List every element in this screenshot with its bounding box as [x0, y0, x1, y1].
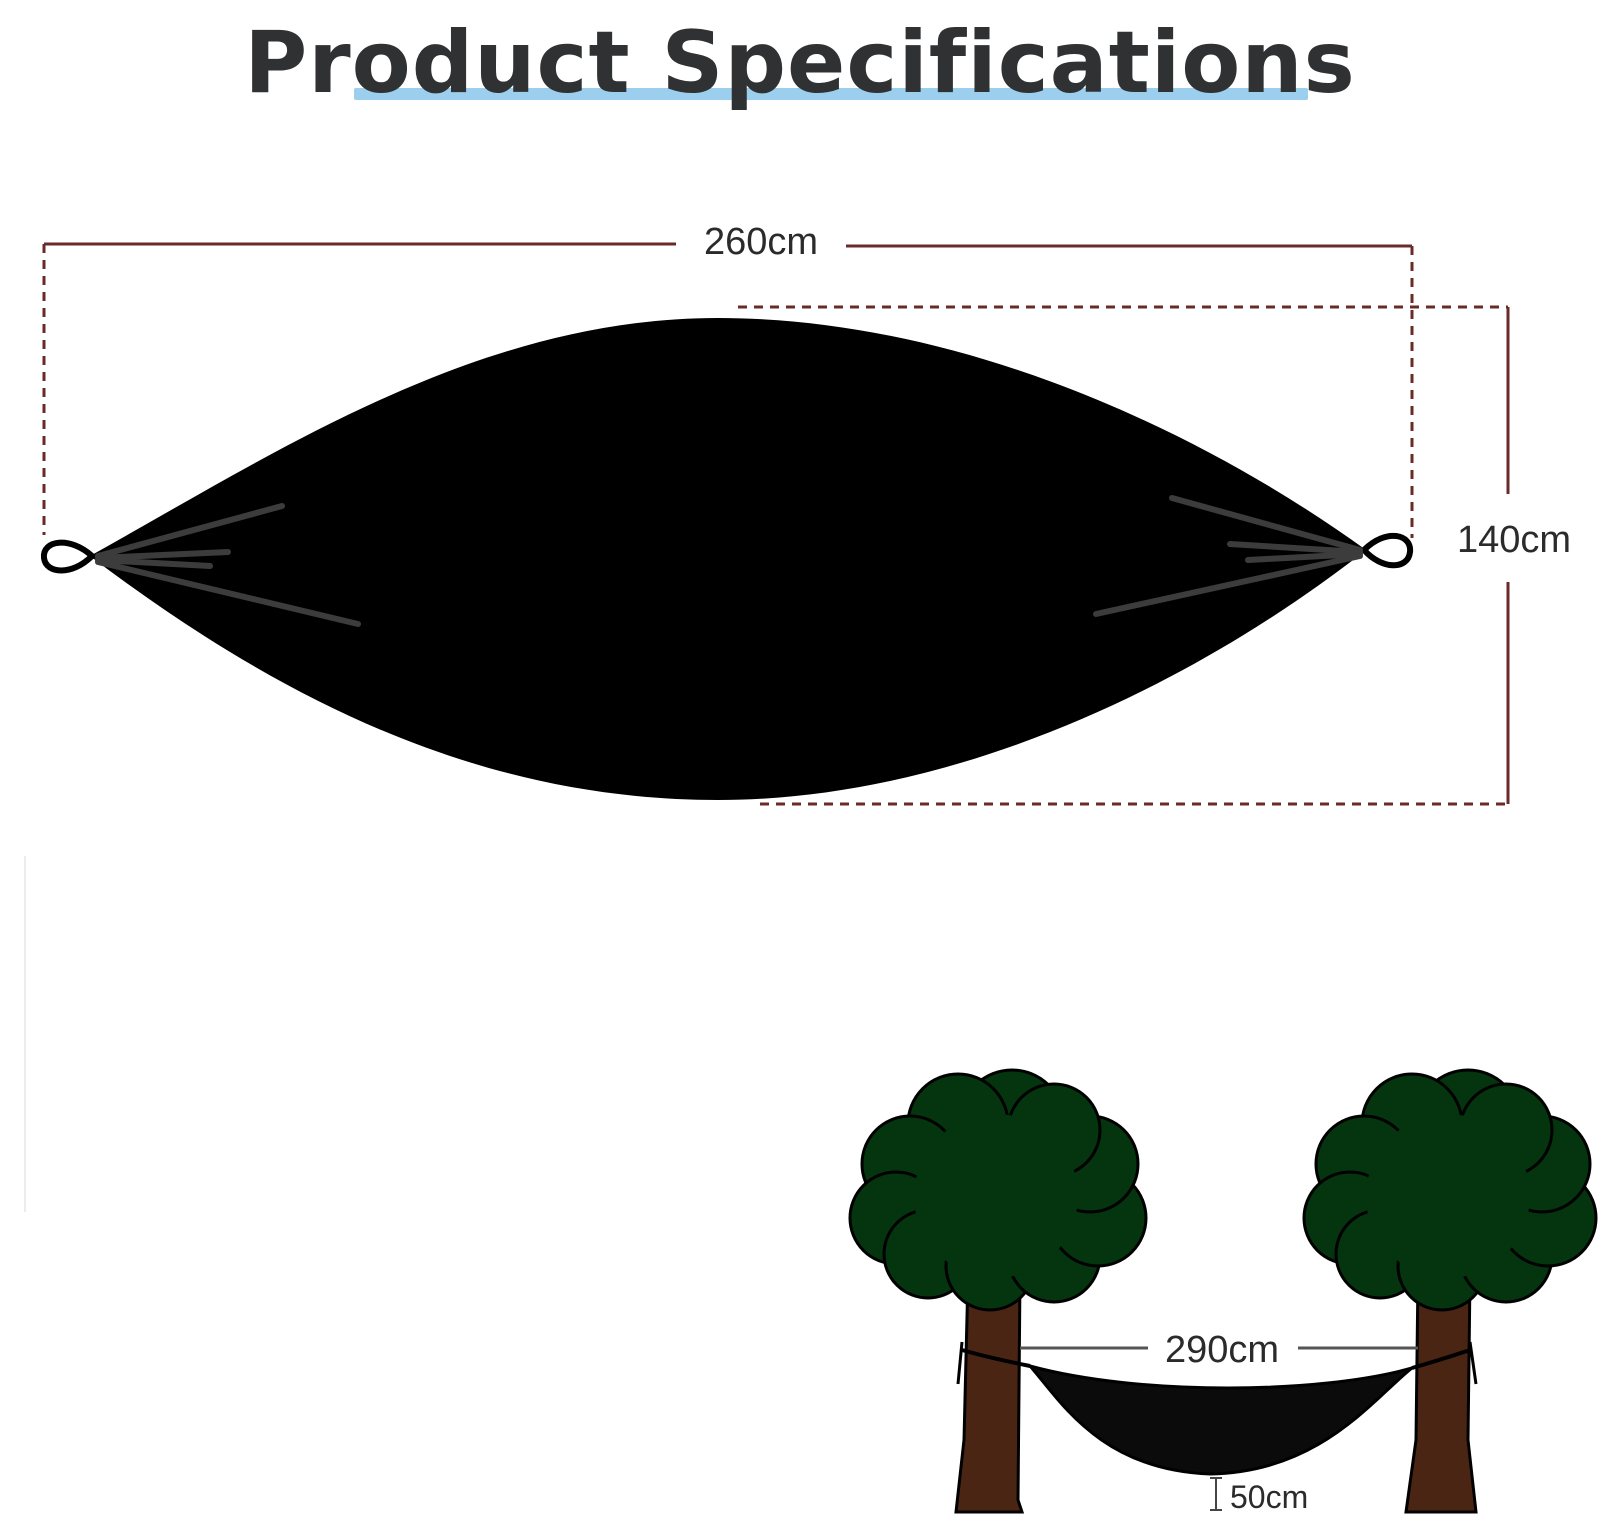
strap-right	[1411, 1348, 1471, 1370]
tree-right	[1302, 1068, 1598, 1514]
ground-clearance-label: 50cm	[1230, 1479, 1308, 1515]
tree-canopy	[1302, 1068, 1598, 1312]
tree-canopy	[848, 1068, 1148, 1312]
ground-clearance-dimension	[1210, 1477, 1222, 1511]
strap-left	[961, 1348, 1031, 1368]
strap-wrap-left	[956, 1341, 964, 1385]
tree-icon	[1302, 1068, 1598, 1514]
hammock-straps-right	[1093, 495, 1363, 617]
tree-left	[848, 1068, 1148, 1514]
hammock-fabric	[90, 318, 1366, 800]
hammock-side-view-icon	[956, 1341, 1478, 1476]
length-label: 260cm	[704, 221, 818, 263]
width-dimension	[738, 305, 1510, 806]
hammock-end-loop-right	[1359, 532, 1414, 569]
hammock-straps-left	[95, 503, 361, 627]
width-label: 140cm	[1457, 519, 1571, 561]
hammock-end-loop-left	[41, 539, 97, 574]
hammock-body	[1025, 1363, 1413, 1476]
title-highlight	[354, 88, 1308, 100]
page-title: Product Specifications	[244, 13, 1356, 113]
strap-wrap-right	[1468, 1341, 1478, 1385]
length-dimension	[42, 242, 1414, 538]
tree-icon	[848, 1068, 1148, 1514]
hanging-distance-label: 290cm	[1165, 1329, 1279, 1371]
hammock-top-view-icon	[41, 318, 1414, 800]
title-block: Product Specifications	[0, 0, 1600, 120]
